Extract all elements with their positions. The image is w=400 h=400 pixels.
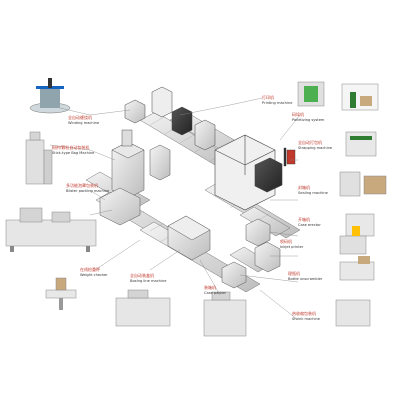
palletizing-robot-icon [341, 83, 379, 111]
label-carton: 装箱机 Case packer [204, 285, 227, 295]
label-boxing: 全自动装盒机 Boxing line machine [130, 273, 167, 283]
label-strapping-cn: 全自动打包机 [298, 140, 322, 145]
label-carton-cn: 装箱机 [204, 285, 216, 290]
label-palletizing: 码垛机 Palletizing system [292, 112, 325, 122]
forklift [283, 147, 296, 167]
label-spray-cn: 喷码机 [280, 239, 292, 244]
label-shrink: 热收缩包装机 Shrink machine [292, 311, 320, 321]
bottle-unscrambler-icon [339, 256, 375, 281]
label-printing-en: Printing machine [262, 100, 293, 105]
boxing-station [99, 187, 211, 261]
label-erector: 开箱机 Case erector [298, 217, 321, 227]
label-sachet-en: Stick-type Bag Machine [52, 150, 95, 155]
case-packer-right-icon [335, 299, 371, 327]
case-packer-bottom-icon [203, 291, 247, 337]
sachet-tower-machine [111, 129, 171, 199]
label-wrapping-en: Winding machine [68, 120, 100, 125]
printing-machine-icon [297, 81, 325, 107]
label-strapping: 全自动打包机 Strapping machine [298, 140, 333, 150]
blister-machine-icon [5, 207, 97, 252]
label-bottle-en: Bottle unscrambler [288, 276, 323, 281]
label-spray: 喷码机 Inkjet printer [280, 239, 304, 249]
label-bottle-cn: 理瓶机 [288, 271, 300, 276]
label-weigh-cn: 在线检重秤 [80, 267, 100, 272]
label-sealing-cn: 封箱机 [298, 185, 310, 190]
label-boxing-cn: 全自动装盒机 [130, 273, 154, 278]
strapping-machine-icon [345, 131, 377, 157]
label-shrink-cn: 热收缩包装机 [292, 311, 316, 316]
label-strapping-en: Strapping machine [298, 145, 333, 150]
label-printing-cn: 打印机 [262, 95, 274, 100]
label-shrink-en: Shrink machine [292, 316, 320, 321]
cartoner-bottom-icon [115, 289, 171, 327]
sachet-machine-icon [25, 131, 53, 185]
label-weigh: 在线检重秤 Weight checker [80, 267, 108, 277]
inkjet-printer-icon [339, 226, 367, 255]
label-palletizing-en: Palletizing system [292, 117, 325, 122]
label-carton-en: Case packer [204, 290, 227, 295]
label-erector-cn: 开箱机 [298, 217, 310, 222]
label-spray-en: Inkjet printer [280, 244, 304, 249]
checkweigher-icon [45, 277, 77, 310]
pallet-wrapper-icon [29, 78, 71, 114]
label-tablet-en: Blister packing machine [66, 188, 110, 193]
label-erector-en: Case erector [298, 222, 321, 227]
palletizer-frame [214, 134, 283, 211]
label-wrapping-cn: 全自动缠绕机 [68, 115, 92, 120]
label-weigh-en: Weight checker [80, 272, 108, 277]
sealing-machine-icon [339, 171, 387, 197]
label-sachet-cn: 粉剂/颗粒自动包装机 [52, 145, 90, 150]
label-printing: 打印机 Printing machine [262, 95, 293, 105]
top-equipment [124, 86, 216, 151]
label-palletizing-cn: 码垛机 [292, 112, 304, 117]
label-wrapping: 全自动缠绕机 Winding machine [68, 115, 100, 125]
label-boxing-en: Boxing line machine [130, 278, 167, 283]
leader-lines [49, 97, 301, 321]
label-sealing-en: Sealing machine [298, 190, 328, 195]
label-tablet-cn: 多功能泡罩包装机 [66, 183, 98, 188]
right-lane-machines [221, 218, 281, 289]
label-bottle: 理瓶机 Bottle unscrambler [288, 271, 323, 281]
label-sachet: 粉剂/颗粒自动包装机 Stick-type Bag Machine [52, 145, 95, 155]
label-tablet: 多功能泡罩包装机 Blister packing machine [66, 183, 110, 193]
label-sealing: 封箱机 Sealing machine [298, 185, 328, 195]
